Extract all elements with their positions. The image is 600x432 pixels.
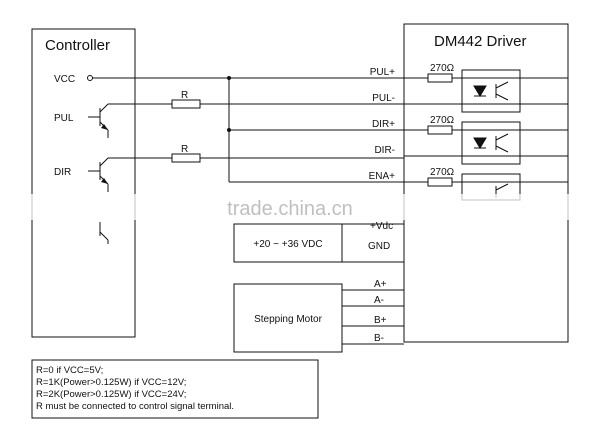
controller-title: Controller	[45, 37, 110, 54]
notes-box	[31, 359, 319, 419]
driver-box	[403, 23, 569, 343]
dir-minus-label: DIR-	[374, 145, 395, 156]
power-supply-box	[233, 223, 343, 263]
pul-resistor-label: R	[181, 90, 188, 101]
stepping-motor-label: Stepping Motor	[254, 314, 322, 325]
controller-box	[31, 28, 136, 338]
b-minus-label: B-	[374, 333, 384, 344]
vcc-label: VCC	[54, 74, 75, 85]
gnd-label: GND	[368, 241, 390, 252]
a-plus-label: A+	[374, 279, 387, 290]
dir-resistor	[171, 153, 201, 163]
pul-minus-label: PUL-	[372, 93, 395, 104]
note-line-2: R=1K(Power>0.125W) if VCC=12V;	[36, 377, 186, 388]
watermark: trade.china.cn	[227, 198, 353, 220]
pul-270-label: 270Ω	[430, 63, 455, 74]
b-plus-label: B+	[374, 315, 387, 326]
stepping-motor-box	[233, 283, 343, 353]
ena-270-label: 270Ω	[430, 167, 455, 178]
pul-optocoupler	[461, 69, 521, 113]
pul-plus-label: PUL+	[370, 67, 395, 78]
driver-title: DM442 Driver	[434, 33, 527, 50]
a-minus-label: A-	[374, 295, 384, 306]
dir-resistor-label: R	[181, 144, 188, 155]
dir-plus-label: DIR+	[372, 119, 395, 130]
dir-270-label: 270Ω	[430, 115, 455, 126]
power-supply-label: +20 ~ +36 VDC	[253, 239, 322, 250]
ena-plus-label: ENA+	[369, 171, 396, 182]
note-line-1: R=0 if VCC=5V;	[36, 365, 103, 376]
note-line-4: R must be connected to control signal te…	[36, 401, 234, 412]
dir-optocoupler	[461, 121, 521, 165]
dir-label: DIR	[54, 167, 71, 178]
note-line-3: R=2K(Power>0.125W) if VCC=24V;	[36, 389, 186, 400]
pul-label: PUL	[54, 113, 74, 124]
vdc-label: +Vdc	[370, 221, 393, 232]
pul-resistor	[171, 99, 201, 109]
